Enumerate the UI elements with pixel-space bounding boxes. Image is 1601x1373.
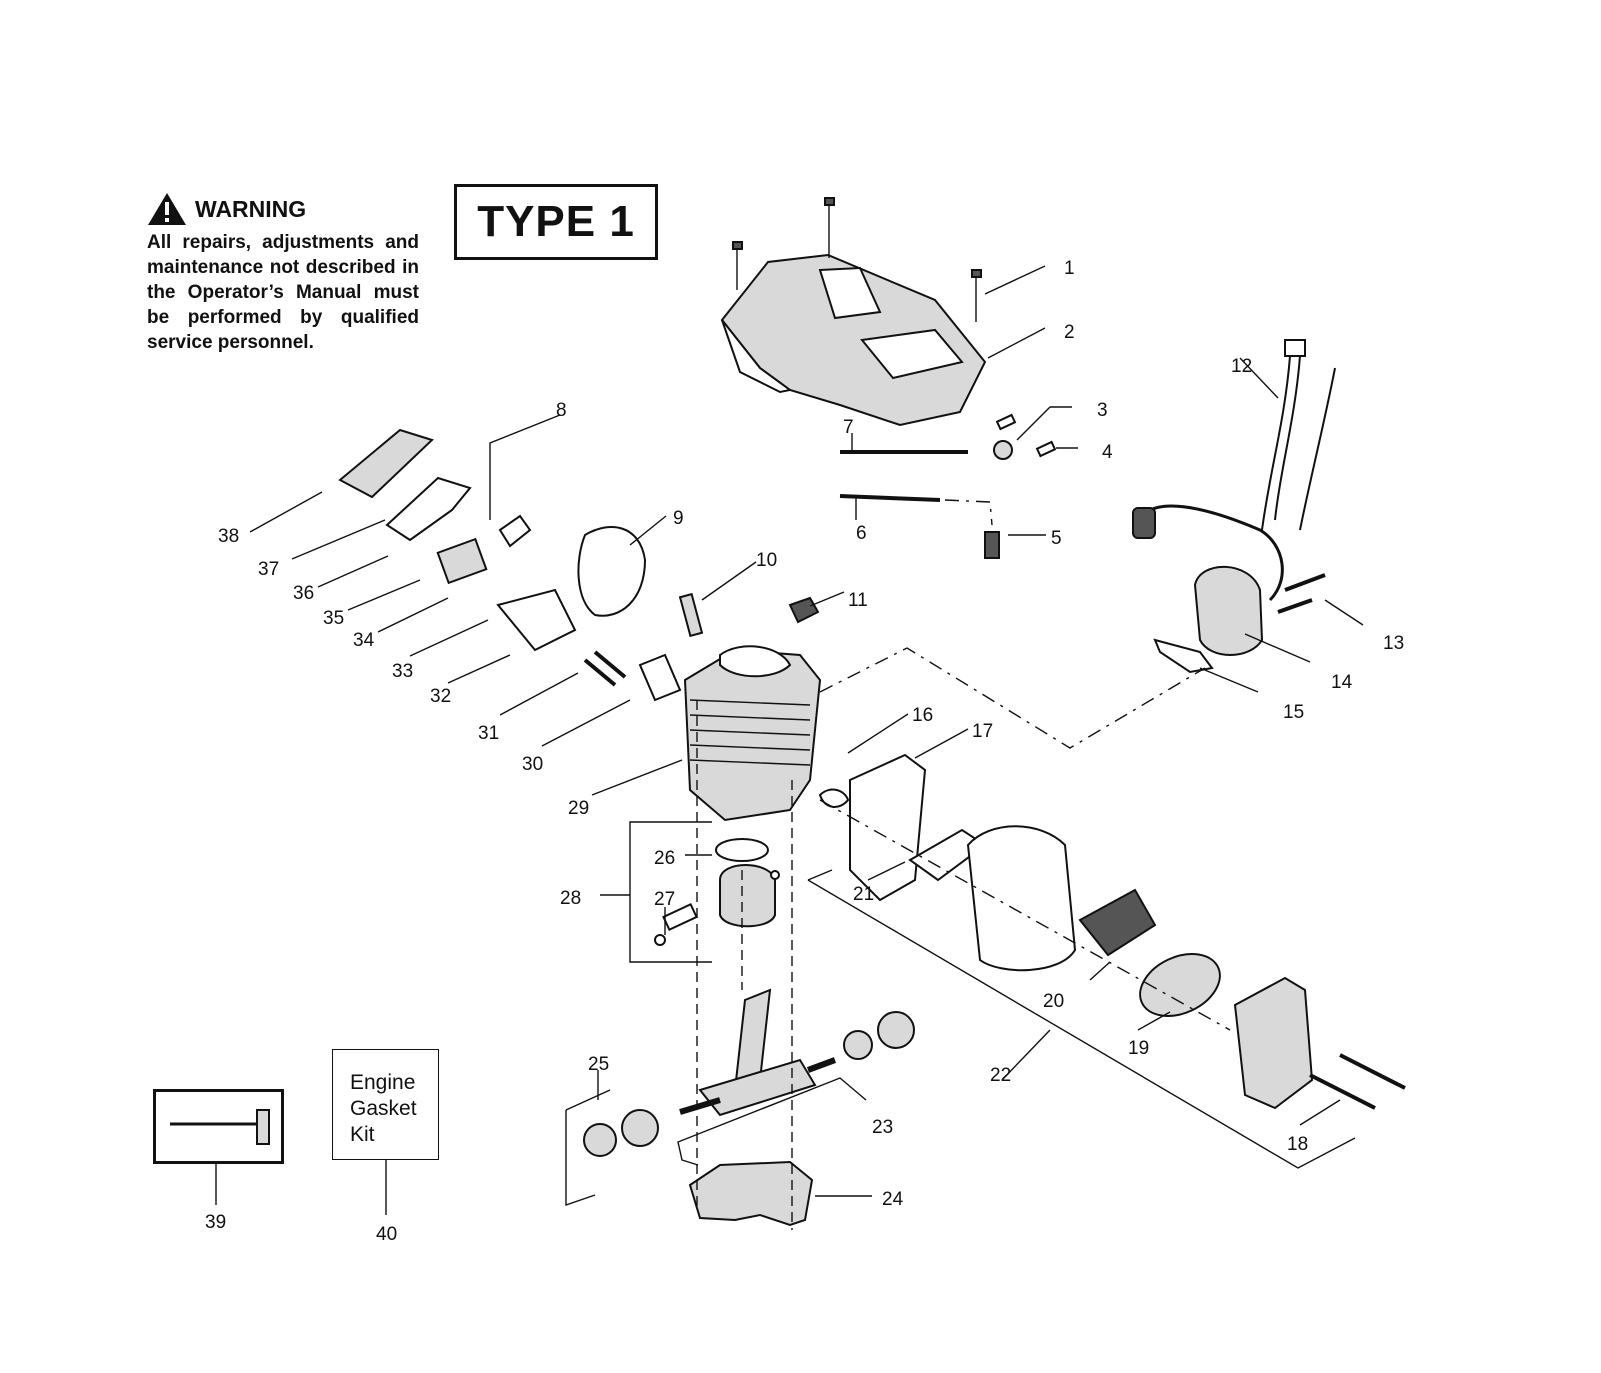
callout-11: 11 [848,590,868,611]
kit-line-3: Kit [350,1123,375,1146]
small-hardware-parts [839,413,1057,559]
callout-13: 13 [1383,633,1404,654]
ignition-lead-part [1261,339,1336,531]
callout-14: 14 [1331,672,1353,693]
callout-20: 20 [1043,991,1064,1012]
callout-37: 37 [258,559,279,580]
callout-numbers: 1 2 3 4 5 6 7 8 9 10 11 12 13 14 15 16 1… [205,258,1404,1245]
piston-parts [654,838,780,946]
callout-7: 7 [843,417,854,438]
callout-2: 2 [1064,322,1075,343]
type-label-box: TYPE 1 [454,184,658,260]
callout-18: 18 [1287,1134,1308,1155]
scrench-tool-part [170,1109,270,1145]
callout-9: 9 [673,508,684,529]
crankshaft-parts [583,988,915,1227]
callout-10: 10 [756,550,777,571]
spark-plug-part [678,592,820,638]
callout-8: 8 [556,400,567,421]
callout-12: 12 [1231,356,1252,377]
cylinder-cover-part [720,253,987,427]
callout-35: 35 [323,608,344,629]
callout-27: 27 [654,889,675,910]
type-label: TYPE 1 [477,197,635,246]
callout-5: 5 [1051,528,1062,549]
callout-19: 19 [1128,1038,1149,1059]
carburetor-parts [338,428,647,652]
cover-screw-part [732,197,982,322]
callout-22: 22 [990,1065,1011,1086]
callout-26: 26 [654,848,675,869]
callout-39: 39 [205,1212,226,1233]
kit-line-1: Engine [350,1071,416,1094]
callout-16: 16 [912,705,933,726]
engine-gasket-kit-box: Engine Gasket Kit [332,1049,439,1160]
callout-30: 30 [522,754,543,775]
callout-32: 32 [430,686,451,707]
callout-40: 40 [376,1224,397,1245]
callout-24: 24 [882,1189,904,1210]
callout-21: 21 [853,884,874,905]
warning-notice: WARNING All repairs, adjustments and mai… [147,190,419,355]
callout-4: 4 [1102,442,1113,463]
callout-17: 17 [972,721,993,742]
callout-25: 25 [588,1054,609,1075]
cylinder-part [583,645,822,822]
callout-38: 38 [218,526,239,547]
callout-15: 15 [1283,702,1304,723]
muffler-parts [818,753,1406,1110]
callout-33: 33 [392,661,413,682]
warning-triangle-icon [148,193,186,225]
kit-line-2: Gasket [350,1097,417,1120]
warning-heading-text: WARNING [195,195,307,222]
callout-23: 23 [872,1117,893,1138]
callout-36: 36 [293,583,314,604]
callout-34: 34 [353,630,375,651]
callout-28: 28 [560,888,581,909]
warning-heading: WARNING [147,190,419,228]
warning-body-text: All repairs, adjustments and maintenance… [147,232,419,353]
callout-6: 6 [856,523,867,544]
leader-lines [215,265,1364,1230]
ignition-coil-part [1132,504,1326,674]
callout-31: 31 [478,723,499,744]
callout-29: 29 [568,798,589,819]
tool-box [153,1089,284,1164]
callout-1: 1 [1064,258,1075,279]
callout-3: 3 [1097,400,1108,421]
